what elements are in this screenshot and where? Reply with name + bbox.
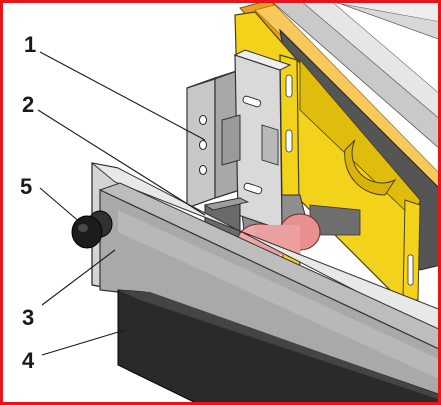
black-knob	[71, 210, 113, 249]
black-rubber-seal	[117, 289, 441, 405]
leader-line-1	[39, 51, 206, 141]
callout-4-label: 4	[22, 348, 35, 373]
mounting-bracket	[186, 49, 292, 231]
leader-line-5	[39, 187, 83, 225]
leader-lines	[37, 51, 206, 356]
yellow-gusset-assembly	[234, 0, 441, 301]
leader-line-2	[37, 109, 206, 216]
aluminium-profile-bar	[91, 162, 441, 405]
callout-1-label: 1	[24, 32, 36, 57]
callout-5-label: 5	[20, 174, 32, 199]
top-frame-rails	[269, 0, 441, 151]
callout-2-label: 2	[22, 92, 34, 117]
callout-3-label: 3	[22, 305, 34, 330]
leader-line-4	[41, 329, 126, 356]
leader-line-3	[41, 249, 116, 306]
